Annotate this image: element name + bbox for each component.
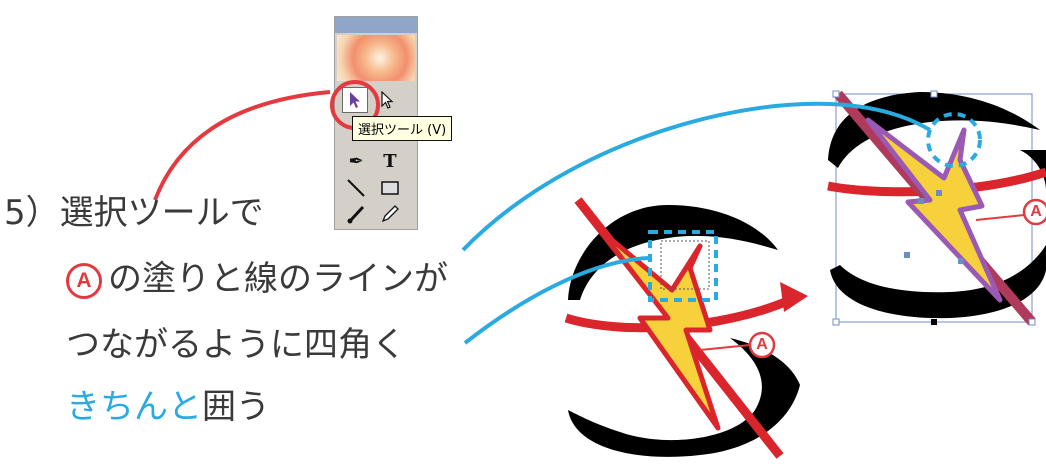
right-artwork-black-tail [1020, 150, 1046, 190]
right-artwork [827, 90, 1046, 326]
right-artwork-lower-swoosh [830, 245, 1046, 319]
connector-blue-to-right-marquee [461, 101, 932, 252]
pen-tool-button[interactable]: ✒ [343, 149, 369, 175]
left-selection-marquee-inner [660, 240, 710, 290]
connector-red-to-selection-tool [153, 90, 331, 201]
hollow-arrow-icon [381, 90, 394, 109]
left-artwork-arc-arrowhead [780, 282, 808, 312]
left-artwork [564, 197, 808, 459]
instruction-line-1: 5）選択ツールで [4, 193, 264, 233]
instruction-line-4: きちんと囲う [66, 390, 270, 424]
paintbrush-tool-button[interactable] [343, 201, 369, 227]
rectangle-icon [381, 181, 399, 195]
direct-selection-tool-button[interactable] [375, 87, 401, 113]
left-artwork-lightning [597, 227, 721, 431]
marker-a-icon: A [66, 263, 102, 299]
type-tool-button[interactable]: T [377, 149, 403, 175]
paintbrush-icon [347, 205, 365, 224]
left-callout-label: A [756, 336, 768, 353]
pencil-icon [381, 205, 399, 223]
left-callout-circle [748, 331, 776, 359]
pencil-tool-button[interactable] [377, 201, 403, 227]
line-segment-tool-button[interactable] [343, 175, 369, 201]
tools-panel-titlebar[interactable] [335, 17, 417, 33]
instruction-emphasis: きちんと [66, 387, 202, 427]
right-callout-label: A [1030, 203, 1042, 220]
instruction-line-4-text: 囲う [202, 387, 270, 427]
left-selection-marquee-outer [648, 230, 718, 302]
connector-blue-to-left-marquee [463, 256, 651, 345]
left-artwork-lower-swoosh [568, 338, 800, 457]
right-selection-marquee-circle [926, 112, 982, 168]
type-t-icon: T [383, 151, 397, 172]
diagonal-line-icon [347, 179, 365, 197]
rectangle-tool-button[interactable] [377, 175, 403, 201]
left-artwork-upper-swoosh [568, 205, 778, 300]
right-callout-circle [1022, 198, 1046, 226]
instruction-line-2-text: の塗りと線のラインが [108, 259, 448, 299]
tools-panel-thumbnail [337, 35, 415, 81]
selection-tool-tooltip: 選択ツール (V) [352, 116, 453, 141]
instruction-line-3: つながるように四角く [66, 325, 406, 365]
pen-nib-icon: ✒ [348, 151, 364, 172]
left-callout-leader [699, 344, 751, 351]
right-callout-leader [975, 214, 1025, 221]
